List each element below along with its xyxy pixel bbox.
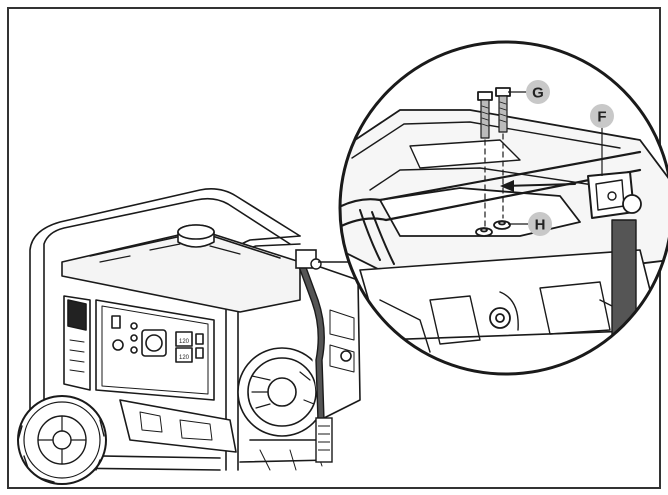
zoom-nuts-h [475, 220, 511, 237]
handle-on-generator [295, 249, 333, 463]
callout-g-label: G [532, 85, 544, 102]
outlet-label-2: 120 [179, 355, 190, 361]
panel-button [112, 339, 124, 351]
callout-f-badge [590, 104, 614, 128]
wheel [17, 395, 107, 485]
zoom-arrow [504, 183, 576, 187]
panel-switch [111, 315, 121, 329]
callout-f-label: F [597, 109, 606, 126]
callout-h: H [508, 212, 552, 236]
panel-outlet-1 [175, 331, 193, 347]
callout-f: F [590, 104, 614, 176]
generator-frame [29, 188, 301, 461]
panel-outlet-2 [175, 347, 193, 363]
callout-h-label: H [535, 217, 546, 234]
generator-illustration: 120 120 [17, 188, 361, 485]
callout-g: G [508, 80, 550, 104]
outlet-label-1: 120 [179, 339, 190, 345]
callout-g-badge [526, 80, 550, 104]
panel-receptacle [141, 329, 167, 357]
zoom-bolts-g [477, 87, 511, 227]
callout-h-badge [528, 212, 552, 236]
